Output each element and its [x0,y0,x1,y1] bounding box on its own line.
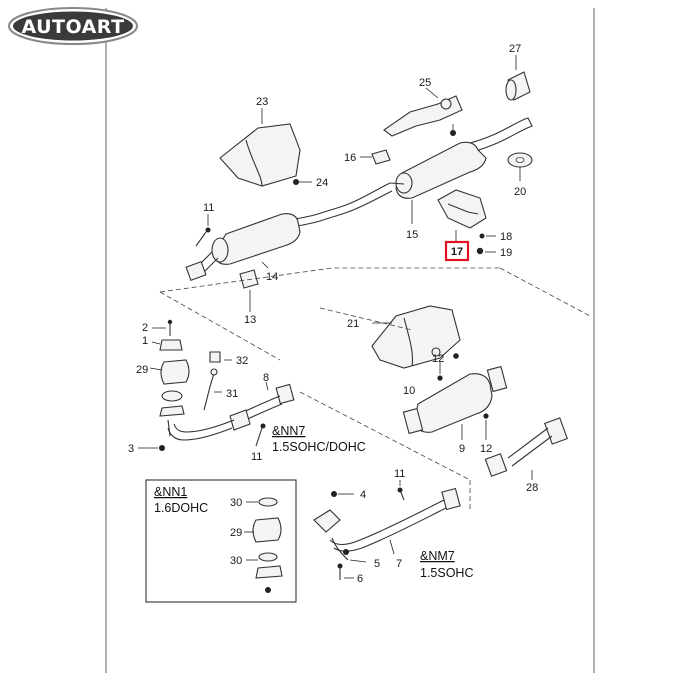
cat-heat-shield [371,305,461,369]
callout-25: 25 [419,77,431,89]
heat-shield-17 [437,189,496,255]
hanger-20 [507,152,533,181]
logo-text: AUTOART [21,16,124,38]
callout-14: 14 [266,271,278,283]
variant-labels: &NN7 1.5SOHC/DOHC &NN1 1.6DOHC &NM7 1.5S… [154,424,474,580]
callout-13: 13 [244,314,256,326]
catalytic-converter [402,362,508,440]
bolt-11-upper [195,214,211,247]
callout-11-lower: 11 [394,468,405,480]
center-heat-shield [219,108,312,187]
callout-10: 10 [403,385,415,397]
rear-heat-shield [383,87,463,137]
callout-15: 15 [406,229,418,241]
autoart-logo: AUTOART [8,7,138,45]
callout-29-main: 29 [136,364,148,376]
variant-nm7-code: &NM7 [420,549,455,563]
front-pipe-7 [313,487,461,561]
tailpipe-tip [505,55,531,101]
callout-4: 4 [360,489,366,501]
variant-nn1-engine: 1.6DOHC [154,501,208,515]
rear-muffler [389,117,533,199]
highlight-box [444,240,470,262]
callout-29-inset: 29 [230,527,242,539]
callout-12-lower: 12 [480,443,492,455]
dashed-boundary-left [159,291,281,361]
highlight-part-17: 17 [444,240,470,262]
callout-28: 28 [526,482,538,494]
callout-24: 24 [316,177,328,189]
variant-nn7-engine: 1.5SOHC/DOHC [272,440,366,454]
callout-23: 23 [256,96,268,108]
lower-fasteners [331,480,405,580]
callout-3: 3 [128,443,134,455]
hanger-16 [360,149,391,165]
callout-30-top: 30 [230,497,242,509]
callout-18: 18 [500,231,512,243]
callout-6: 6 [357,573,363,585]
callout-5: 5 [374,558,380,570]
front-pipe-8 [167,381,295,441]
callout-2: 2 [142,322,148,334]
variant-nn1-code: &NN1 [154,485,187,499]
dashed-boundary-top [159,267,500,293]
nn1-variant-box [145,479,297,603]
callout-20: 20 [514,186,526,198]
callout-32: 32 [236,355,248,367]
intermediate-pipe [185,182,393,282]
dashed-boundary-right [499,267,591,317]
callout-31: 31 [226,388,238,400]
callout-9: 9 [459,443,465,455]
callout-1-label: 1 [142,335,148,347]
callout-8: 8 [263,372,269,384]
flex-pipe [484,417,568,480]
variant-nn7-code: &NN7 [272,424,305,438]
bolt-11-middle [255,423,266,447]
callout-17: 17 [451,246,463,258]
callout-30-bottom: 30 [230,555,242,567]
nn1-flange-stack [244,497,283,593]
callout-12-upper: 12 [432,353,444,365]
callout-16: 16 [344,152,356,164]
callout-11-upper: 11 [203,202,214,214]
callout-11-middle: 11 [251,451,262,463]
callout-21: 21 [347,318,359,330]
callout-27: 27 [509,43,521,55]
oxygen-sensor [203,351,232,411]
callout-labels: 1 2 3 4 5 6 7 8 9 10 11 11 11 12 12 13 1… [128,43,538,585]
flange-stack-left [138,319,190,451]
variant-nm7-engine: 1.5SOHC [420,566,474,580]
hanger-13 [239,269,259,312]
callout-7: 7 [396,558,402,570]
callout-19: 19 [500,247,512,259]
